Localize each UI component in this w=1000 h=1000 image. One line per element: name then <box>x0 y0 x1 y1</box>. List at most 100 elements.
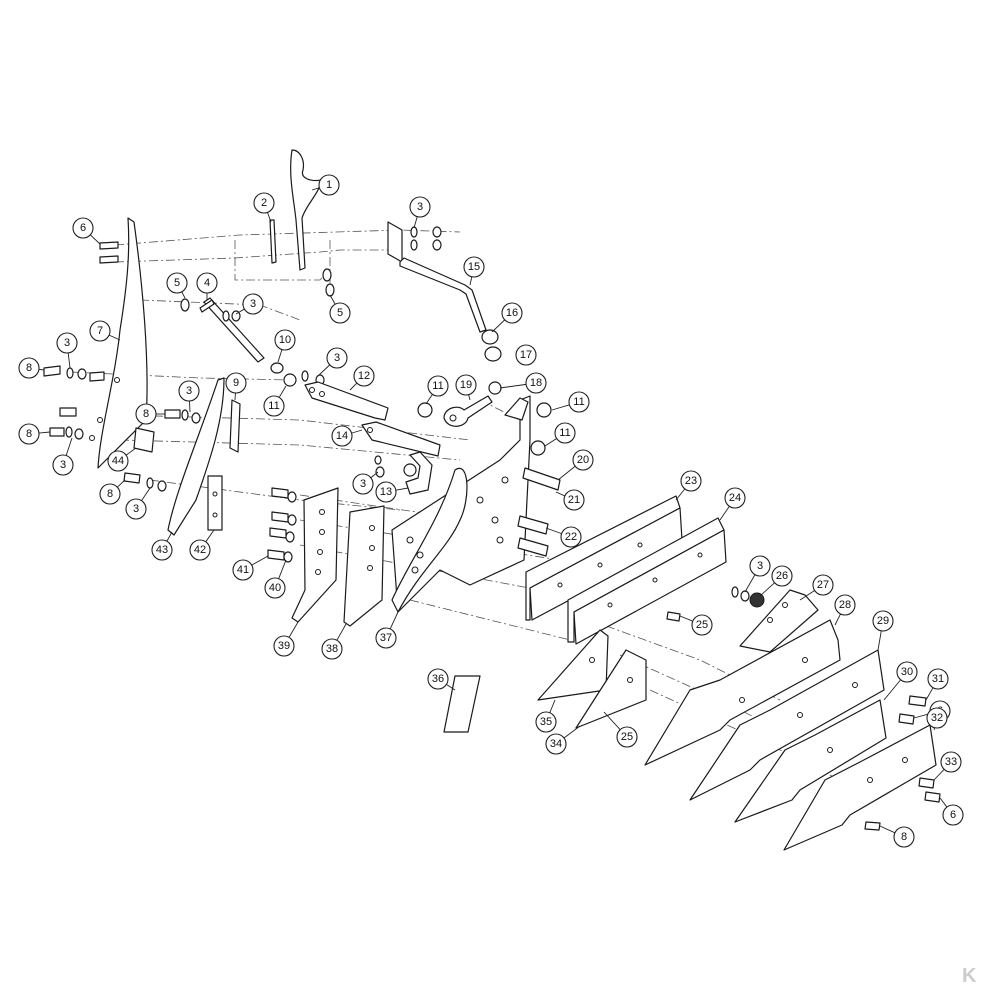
callout-number: 6 <box>80 222 86 234</box>
callout-number: 1 <box>326 179 332 191</box>
callout-bubble <box>926 707 948 729</box>
callout-number: 20 <box>577 454 589 466</box>
callout-leader-line <box>166 531 173 542</box>
part-39-blade <box>291 487 339 623</box>
callout-c3h: 3 <box>352 471 379 495</box>
part-24-bar <box>567 517 727 645</box>
part-26-27 <box>739 589 819 653</box>
callout-number: 36 <box>432 673 444 685</box>
callout-c35: 35 <box>535 699 557 733</box>
callout-leader-line <box>469 276 473 286</box>
callout-number: 18 <box>530 377 542 389</box>
callout-leader-line <box>744 574 756 593</box>
callout-bubble <box>375 481 397 503</box>
callout-leader-line <box>329 294 336 305</box>
callout-leader-line <box>89 234 101 245</box>
callout-c11a: 11 <box>263 385 287 417</box>
callout-number: 43 <box>156 544 168 556</box>
callout-leader-line <box>877 630 882 651</box>
callout-number: 8 <box>901 831 907 843</box>
callout-bubble <box>545 733 567 755</box>
callout-leader-line <box>491 319 506 333</box>
callout-c3e: 3 <box>178 380 200 413</box>
callout-leader-line <box>933 768 945 781</box>
callout-number: 3 <box>186 385 192 397</box>
callout-c8a: 8 <box>18 357 45 379</box>
callout-bubble <box>52 454 74 476</box>
callout-number: 11 <box>559 427 570 439</box>
callout-c41: 41 <box>232 555 269 581</box>
part-42-plate <box>207 475 223 531</box>
callout-leader-line <box>141 487 151 501</box>
callout-c24: 24 <box>719 487 746 521</box>
callout-number: 9 <box>233 377 239 389</box>
callout-c22: 22 <box>545 526 582 548</box>
callout-c9: 9 <box>225 372 247 401</box>
callout-number: 12 <box>358 370 370 382</box>
callout-bubble <box>834 594 856 616</box>
callout-leader-line <box>395 487 409 491</box>
callout-c4: 4 <box>196 272 218 300</box>
callout-bubble <box>125 498 147 520</box>
callout-number: 7 <box>97 325 103 337</box>
callout-bubble <box>771 565 793 587</box>
callout-bubble <box>812 574 834 596</box>
callout-c8d: 8 <box>99 479 126 505</box>
callout-bubble <box>616 726 638 748</box>
callout-c7: 7 <box>89 320 121 342</box>
callout-c5b: 5 <box>329 294 351 324</box>
callout-bubble <box>501 302 523 324</box>
callout-c16: 16 <box>491 302 523 333</box>
callout-number: 34 <box>550 738 562 750</box>
part-28-share <box>644 619 841 766</box>
callout-leader-line <box>311 187 320 191</box>
callout-c21: 21 <box>555 489 585 511</box>
callout-leader-line <box>205 529 215 543</box>
callout-bubble <box>463 256 485 278</box>
callout-leader-line <box>181 291 186 299</box>
callout-c12: 12 <box>349 365 375 391</box>
callout-leader-line <box>925 687 934 701</box>
callout-number: 3 <box>250 298 256 310</box>
callout-c10: 10 <box>274 329 296 363</box>
callout-c29: 29 <box>872 610 894 651</box>
callout-number: 3 <box>360 478 366 490</box>
callout-leader-line <box>563 725 581 739</box>
callout-number: 26 <box>776 570 788 582</box>
callout-c37: 37 <box>375 611 399 649</box>
callout-bubble <box>232 559 254 581</box>
callout-c14: 14 <box>331 425 363 447</box>
part-1-blade <box>290 149 323 271</box>
callout-leader-line <box>108 334 121 341</box>
part-30-share <box>734 699 887 823</box>
callout-number: 17 <box>520 349 532 361</box>
callout-bubble <box>691 614 713 636</box>
callout-leader-line <box>759 582 775 597</box>
callout-c33: 33 <box>933 751 962 781</box>
callout-c11b: 11 <box>425 375 449 405</box>
callout-leader-line <box>277 349 283 363</box>
part-15-rod <box>387 221 487 333</box>
callout-bubble <box>135 403 157 425</box>
callout-c3g: 3 <box>125 487 151 520</box>
callout-bubble <box>196 272 218 294</box>
callout-number: 6 <box>950 809 956 821</box>
callout-number: 5 <box>337 307 343 319</box>
callout-number: 40 <box>269 582 281 594</box>
part-12-bracket <box>304 381 389 421</box>
part-32-share <box>783 724 937 851</box>
callout-number: 11 <box>432 380 443 392</box>
callout-c8c: 8 <box>18 423 51 445</box>
callout-number: 14 <box>336 430 348 442</box>
callout-c25a: 25 <box>679 614 713 636</box>
callout-leader-line <box>67 352 71 369</box>
callout-c6c: 6 <box>939 797 964 826</box>
callout-leader-line <box>555 491 566 497</box>
brand-logo-text: K <box>962 965 977 987</box>
callout-leader-line <box>939 797 948 808</box>
callout-bubble <box>525 372 547 394</box>
callout-c20: 20 <box>557 449 594 481</box>
part-43-blade <box>167 377 225 536</box>
callout-c3a: 3 <box>409 196 431 229</box>
